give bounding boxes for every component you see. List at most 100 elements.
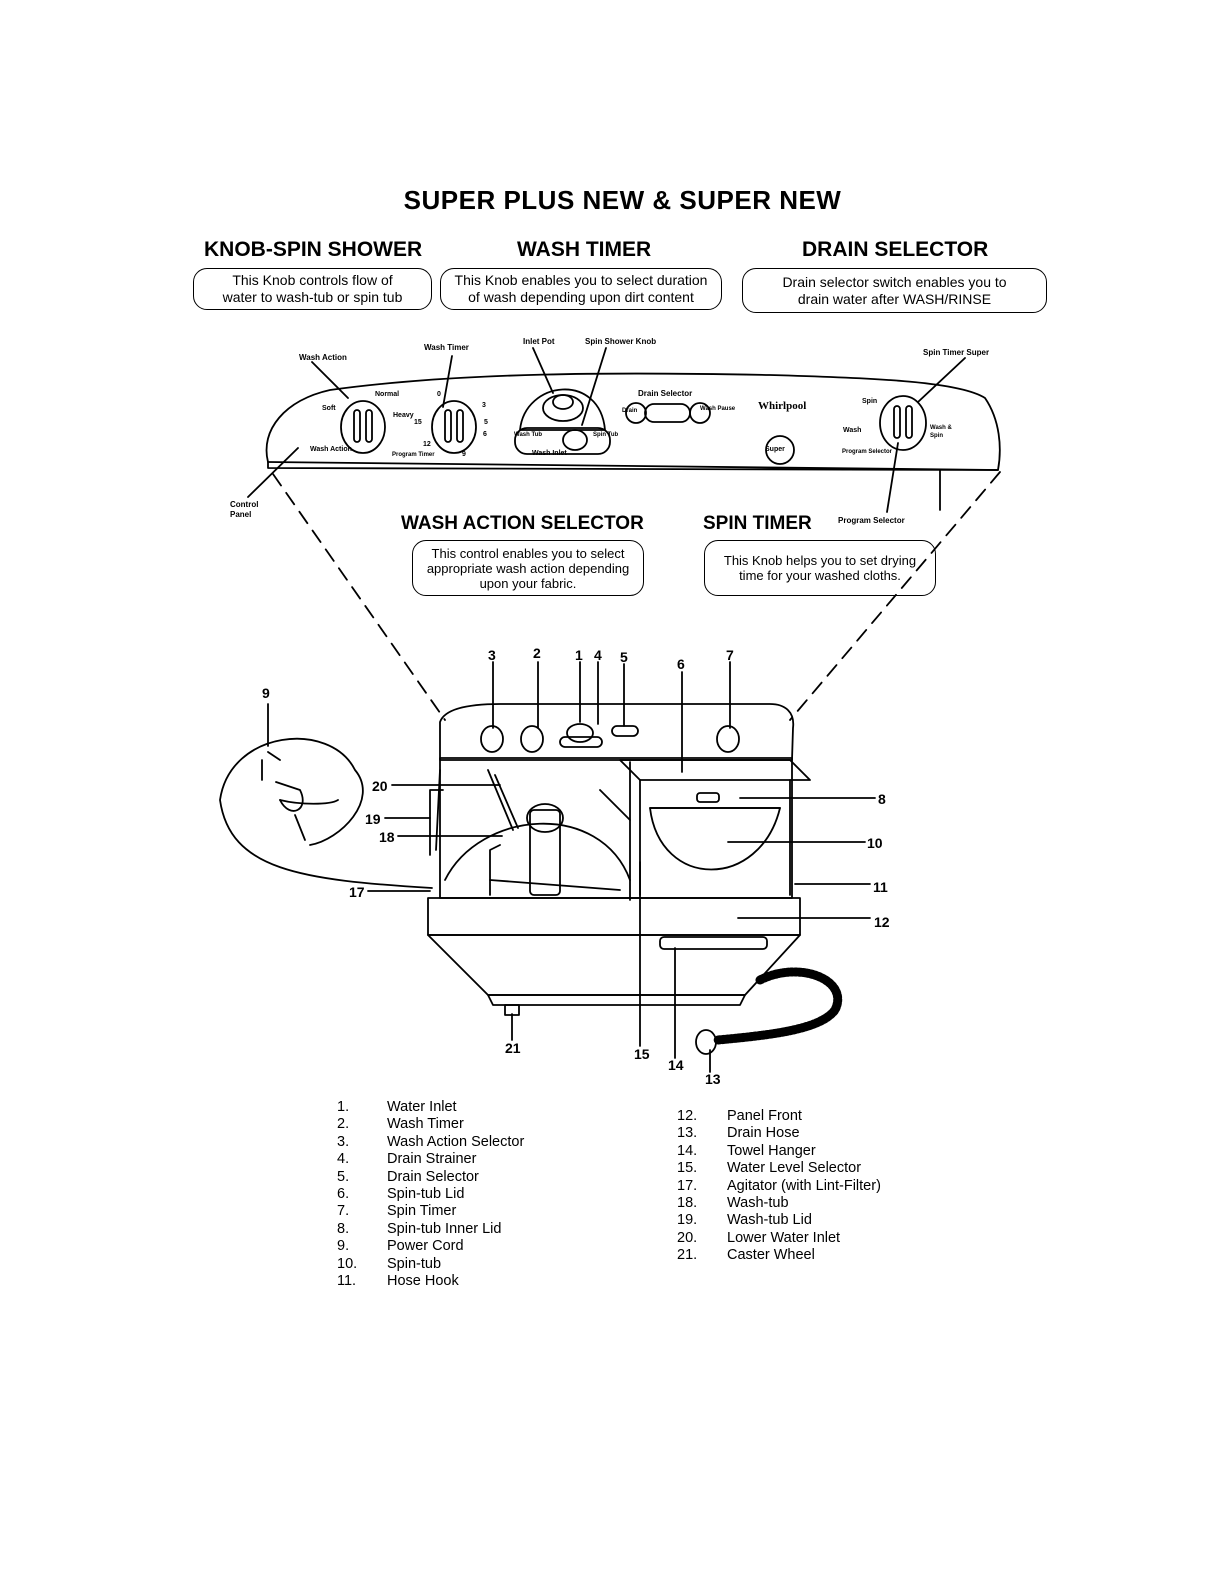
part-number: 10. (337, 1255, 358, 1272)
parts-list-item: 18.Wash-tub (677, 1195, 881, 1212)
panel-edge (267, 461, 999, 471)
label-wash-tub: Wash Tub (514, 432, 542, 438)
label-control: Control (230, 500, 259, 509)
drain-hose (713, 967, 842, 1045)
agitator-cap (526, 803, 564, 833)
parts-list-item: 15.Water Level Selector (677, 1160, 881, 1177)
parts-list-item: 17.Agitator (with Lint-Filter) (677, 1178, 881, 1195)
wash-action-selector-description: This control enables you to select appro… (412, 540, 644, 596)
parts-list-item: 2. Wash Timer (337, 1116, 524, 1133)
description-line: This Knob controls flow of (232, 272, 393, 288)
spin-tub (649, 807, 781, 871)
part-label: Drain Selector (387, 1168, 479, 1185)
leader-line (311, 361, 349, 399)
label-normal: Normal (375, 391, 400, 398)
part-number: 8. (337, 1220, 350, 1237)
label-spin-shower-knob: Spin Shower Knob (585, 337, 657, 346)
wash-tub-wall (599, 789, 631, 821)
tick-12: 12 (423, 441, 431, 448)
description-line: appropriate wash action depending (426, 560, 630, 576)
leader-line (442, 355, 453, 408)
machine-body-upper (439, 757, 793, 899)
machine-top-panel (439, 703, 795, 761)
callout-9: 9 (262, 685, 270, 701)
callout-13: 13 (705, 1071, 721, 1087)
label-wash-action-knob: Wash Action (310, 446, 352, 453)
label-spin-timer-super: Spin Timer Super (923, 348, 990, 357)
parts-list-item: 21.Caster Wheel (677, 1247, 881, 1264)
drain-hose-end (695, 1029, 717, 1055)
description-line: This Knob helps you to set drying (723, 553, 917, 568)
power-cord-inset (219, 737, 433, 889)
projection-line (272, 473, 446, 721)
description-line: of wash depending upon dirt content (468, 289, 694, 305)
label-wash: Wash (843, 427, 862, 434)
heading-knob-spin-shower: KNOB-SPIN SHOWER (204, 238, 423, 261)
agitator-base (489, 844, 501, 896)
callout-8: 8 (878, 791, 886, 807)
tick-5: 5 (484, 419, 488, 426)
leader-line (247, 447, 299, 498)
parts-list-item: 11.Hose Hook (337, 1273, 524, 1290)
power-cord (294, 814, 306, 841)
heading-spin-timer: SPIN TIMER (703, 513, 812, 534)
leader-line (532, 347, 554, 394)
part-number: 15. (677, 1160, 698, 1177)
tick-15: 15 (414, 419, 422, 426)
part-number: 12. (677, 1108, 698, 1124)
description-line: drain water after WASH/RINSE (797, 290, 992, 307)
part-number: 5. (337, 1168, 350, 1185)
label-program-selector: Program Selector (838, 516, 905, 525)
label-soft: Soft (322, 405, 336, 412)
part-label: Spin Timer (387, 1203, 457, 1220)
label-drain: Drain (622, 408, 638, 414)
knob-grip (444, 409, 452, 443)
description-line: This control enables you to select (431, 545, 625, 561)
callout-11: 11 (873, 879, 888, 895)
projection-line (789, 471, 1001, 721)
wash-action-knob-small (480, 725, 504, 753)
parts-list-item: 5. Drain Selector (337, 1169, 524, 1186)
part-label: Towel Hanger (727, 1142, 816, 1159)
knob-grip (456, 409, 464, 443)
parts-list-item: 7.Spin Timer (337, 1203, 524, 1220)
page-title: SUPER PLUS NEW & SUPER NEW (403, 185, 842, 215)
wash-tub-inner (444, 822, 631, 881)
part-number: 17. (677, 1177, 698, 1194)
description-line: upon your fabric. (479, 575, 577, 591)
tick-3: 3 (482, 402, 486, 409)
callout-6: 6 (677, 656, 685, 672)
parts-list-item: 3.Wash Action Selector (337, 1134, 524, 1151)
tick-9: 9 (462, 451, 466, 458)
part-number: 2. (337, 1116, 350, 1133)
parts-list-item: 19.Wash-tub Lid (677, 1212, 881, 1229)
spin-timer-knob-small (716, 725, 740, 753)
lower-water-inlet (487, 769, 514, 831)
label-super: Super (765, 446, 785, 453)
brand-logo: Whirlpool (758, 400, 807, 412)
part-number: 14. (677, 1142, 698, 1159)
heading-wash-timer: WASH TIMER (517, 238, 652, 261)
part-label: Power Cord (387, 1238, 464, 1255)
machine-base (427, 934, 801, 996)
drain-selector-right (689, 402, 711, 424)
wash-inlet-switch (514, 427, 611, 455)
leader-line (886, 442, 899, 513)
label-program-selector-knob: Program Selector (842, 449, 893, 455)
part-label: Wash Timer (387, 1116, 464, 1133)
parts-list-item: 6.Spin-tub Lid (337, 1186, 524, 1203)
super-button (765, 435, 795, 465)
machine-panel-front (427, 897, 801, 936)
heading-drain-selector: DRAIN SELECTOR (802, 238, 989, 261)
wash-timer-knob-small (520, 725, 544, 753)
part-label: Spin-tub Inner Lid (387, 1220, 502, 1237)
knob-grip (893, 405, 901, 439)
part-number: 4. (337, 1151, 350, 1168)
parts-list-item: 4.Drain Strainer (337, 1151, 524, 1168)
label-spin: Spin (862, 398, 878, 405)
label-wash-spin: Wash & Spin (930, 425, 952, 439)
knob-grip (365, 409, 373, 443)
spin-tub-lid (619, 759, 811, 781)
